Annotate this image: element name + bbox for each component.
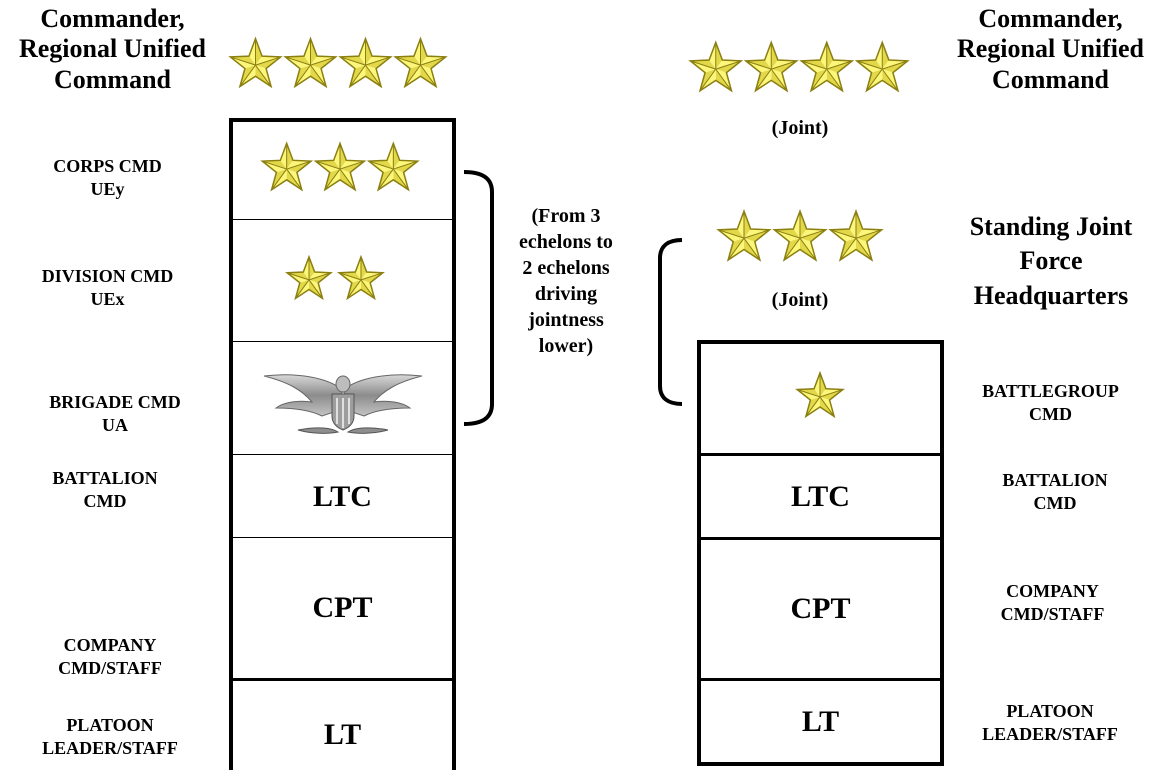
opening-bracket <box>658 238 683 406</box>
right-row-label-battlegroup: BATTLEGROUP CMD <box>982 381 1119 424</box>
star-icon <box>854 40 910 93</box>
left-divider <box>233 454 452 455</box>
star-icon <box>828 209 884 262</box>
sjfhq-three-star-insignia <box>716 208 884 264</box>
echelon-change-note: (From 3 echelons to 2 echelons driving j… <box>519 205 613 357</box>
sjfhq-title: Standing Joint Force Headquarters <box>969 212 1133 310</box>
right-platoon-rank-lt: LT <box>801 704 840 738</box>
star-icon <box>228 36 283 89</box>
star-icon <box>283 36 338 89</box>
row-label-corps: CORPS CMD UEy <box>53 156 162 199</box>
right-divider <box>701 537 940 540</box>
left-divider <box>233 219 452 220</box>
left-echelon-column <box>229 118 456 770</box>
star-icon <box>366 141 420 192</box>
right-row-label-platoon: PLATOON LEADER/STAFF <box>982 701 1118 744</box>
battalion-rank-ltc: LTC <box>313 479 372 513</box>
right-top-title: Commander, Regional Unified Command <box>956 4 1145 94</box>
company-rank-cpt: CPT <box>312 591 373 624</box>
star-icon <box>688 40 744 93</box>
right-company-rank-cpt: CPT <box>790 592 851 625</box>
row-label-platoon: PLATOON LEADER/STAFF <box>42 715 178 758</box>
battlegroup-one-star-insignia <box>794 370 846 420</box>
right-divider <box>701 453 940 456</box>
row-label-division: DIVISION CMD UEx <box>41 266 174 309</box>
colonel-eagle-insignia <box>258 368 428 438</box>
left-divider <box>233 537 452 538</box>
star-icon <box>799 40 855 93</box>
joint-label-mid: (Joint) <box>771 289 829 311</box>
star-icon <box>337 254 385 301</box>
star-icon <box>795 370 845 419</box>
joint-label-top: (Joint) <box>771 117 829 139</box>
closing-bracket <box>463 170 494 426</box>
row-label-brigade: BRIGADE CMD UA <box>49 392 181 435</box>
left-top-title: Commander, Regional Unified Command <box>18 4 207 94</box>
left-divider <box>233 678 452 681</box>
left-divider <box>233 341 452 342</box>
star-icon <box>393 36 448 89</box>
right-divider <box>701 678 940 681</box>
left-four-star-insignia <box>228 34 448 92</box>
right-four-star-insignia <box>688 38 910 96</box>
star-icon <box>338 36 393 89</box>
star-icon <box>313 141 367 192</box>
star-icon <box>260 141 314 192</box>
star-icon <box>285 254 333 301</box>
platoon-rank-lt: LT <box>323 718 362 751</box>
star-icon <box>716 209 772 262</box>
row-label-company: COMPANY CMD/STAFF <box>58 635 162 678</box>
division-two-star-insignia <box>283 254 387 302</box>
star-icon <box>772 209 828 262</box>
right-row-label-battalion: BATTALION CMD <box>1002 470 1108 513</box>
right-echelon-column <box>697 340 944 766</box>
right-battalion-rank-ltc: LTC <box>791 479 850 513</box>
corps-three-star-insignia <box>260 140 420 194</box>
star-icon <box>743 40 799 93</box>
right-row-label-company: COMPANY CMD/STAFF <box>1000 581 1105 624</box>
row-label-battalion: BATTALION CMD <box>52 468 158 511</box>
